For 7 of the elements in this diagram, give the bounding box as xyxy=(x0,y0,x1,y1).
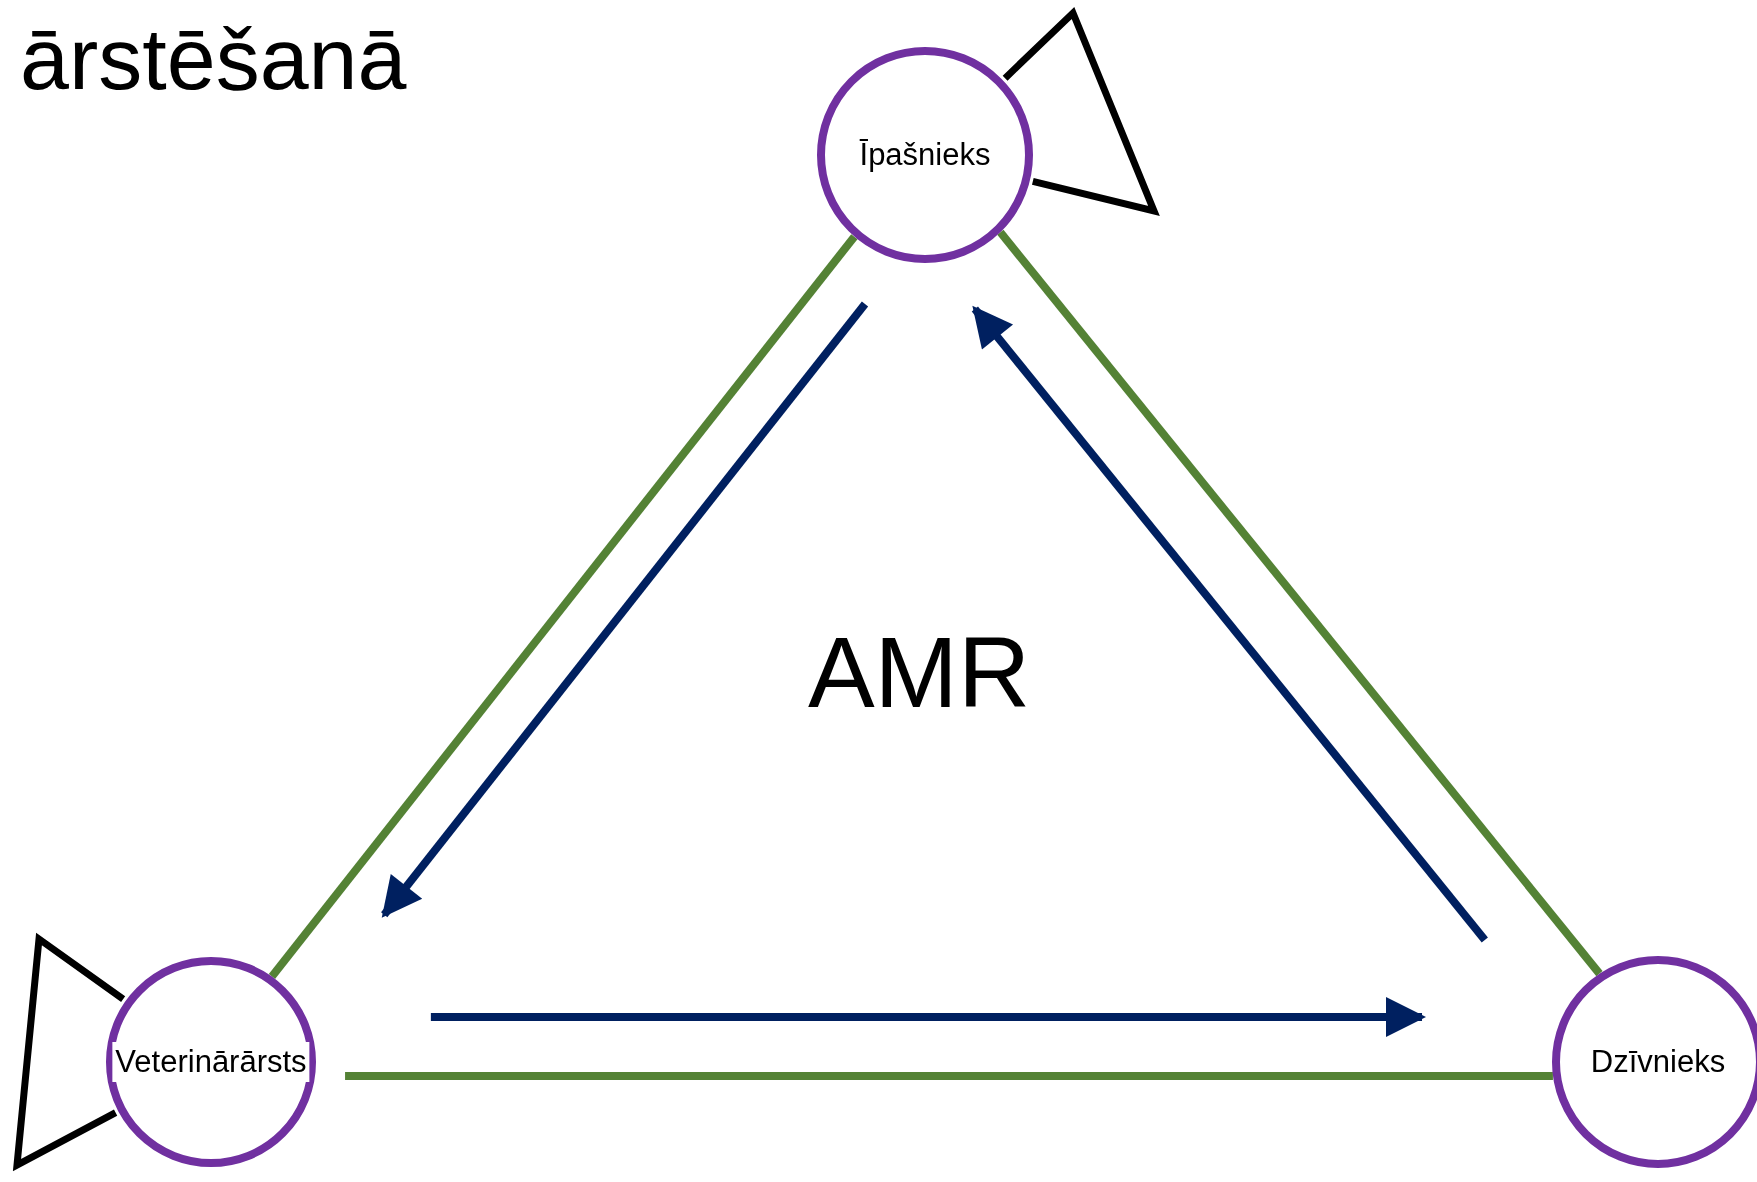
arrow xyxy=(971,305,1488,943)
arrow xyxy=(381,301,869,918)
center-label: AMR xyxy=(807,614,1031,730)
connector-line xyxy=(268,234,858,979)
title: ārstēšanā xyxy=(20,8,407,110)
node-label: Veterinārārsts xyxy=(112,1042,310,1082)
connector-line xyxy=(997,229,1603,977)
